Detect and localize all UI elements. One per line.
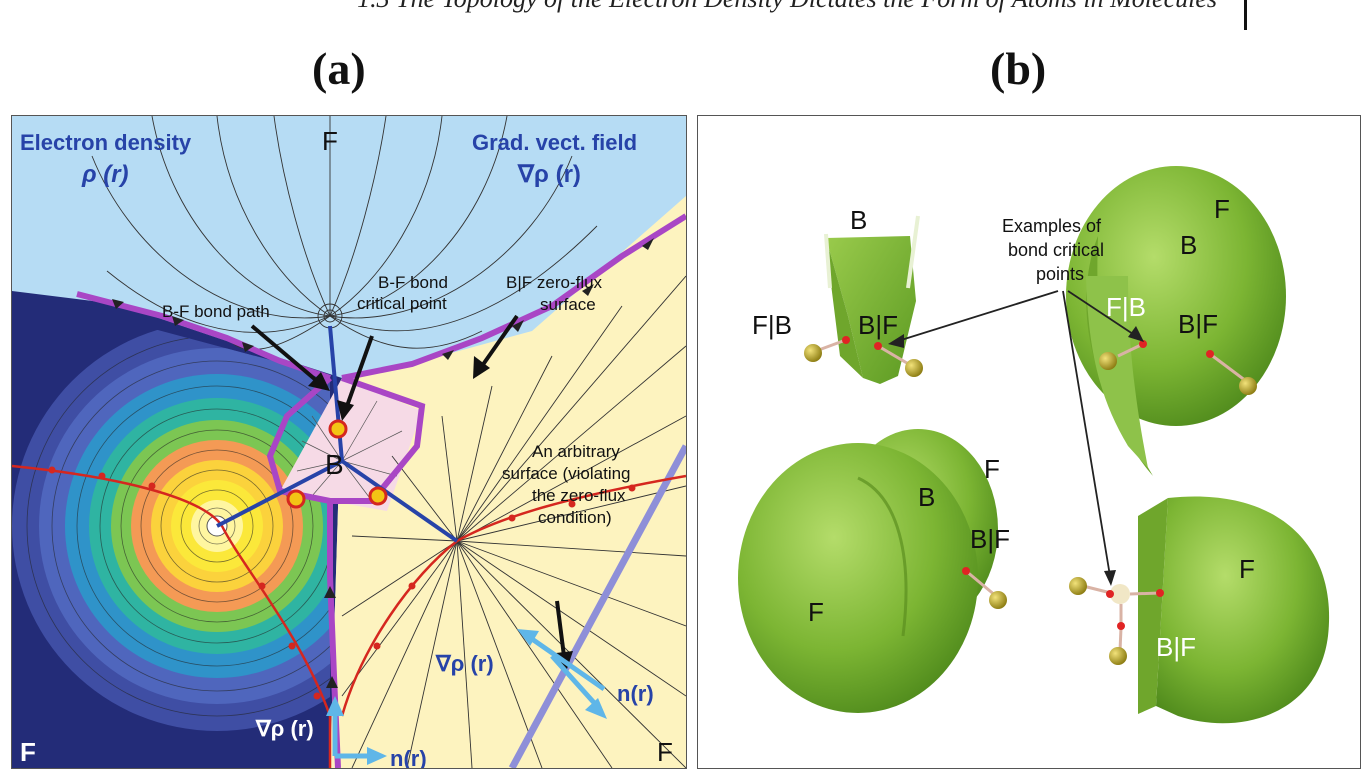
fluorine-basin-cut [1069, 496, 1330, 724]
zero-flux-label-line1: B|F zero-flux [506, 273, 603, 292]
rho-r-label: ρ (r) [81, 161, 129, 188]
tl-bf-label: B|F [858, 310, 898, 340]
examples-label-line2: bond critical [1008, 240, 1104, 260]
running-head-title: 1.3 The Topology of the Electron Density… [357, 0, 1217, 14]
examples-label-line3: points [1036, 264, 1084, 284]
header-rule [1244, 0, 1247, 30]
tr-b-label: B [1180, 230, 1197, 260]
arbitrary-surface-line2: surface (violating [502, 464, 631, 483]
tl-b-label: B [850, 205, 867, 235]
bl-f-top-label: F [984, 454, 1000, 484]
bcp-label-line1: B-F bond [378, 273, 448, 292]
tr-f-label: F [1214, 194, 1230, 224]
bond-critical-points [286, 419, 388, 509]
boron-basin-wedge [804, 215, 923, 384]
grad-vector-field-title: Grad. vect. field [472, 130, 637, 155]
normal-vector-arrows [326, 629, 607, 765]
f-atom-top: F [322, 126, 338, 156]
bcp-pointer-arrows [888, 290, 1144, 586]
zero-flux-arrowheads [112, 238, 654, 688]
electron-density-title: Electron density [20, 130, 192, 155]
bf-pair-halved [1066, 166, 1286, 476]
br-bf-label: B|F [1156, 632, 1196, 662]
n-r-bottom: n(r) [390, 746, 427, 768]
bl-b-label: B [918, 482, 935, 512]
panel-a-svg: Electron density ρ (r) F Grad. vect. fie… [12, 116, 686, 768]
tl-fb-label: F|B [752, 310, 792, 340]
panel-a-label: (a) [312, 43, 366, 94]
bond-paths [216, 325, 459, 543]
examples-label-line1: Examples of [1002, 216, 1102, 236]
grad-rho-bottom: ∇ρ (r) [255, 716, 314, 741]
bl-bf-label: B|F [970, 524, 1010, 554]
b-atom-label: B [325, 449, 344, 480]
zero-flux-label-line2: surface [540, 295, 596, 314]
bf-pair-whole [738, 429, 1007, 713]
boron-basin [280, 378, 422, 511]
tr-fb-label: F|B [1106, 292, 1146, 322]
arbitrary-surface-line [508, 444, 686, 768]
tr-bf-label: B|F [1178, 309, 1218, 339]
panel-b-svg: B F|B B|F Examples of bond critical poin… [738, 166, 1330, 724]
br-f-label: F [1239, 554, 1255, 584]
panel-a-gradient-field: Electron density ρ (r) F Grad. vect. fie… [11, 115, 687, 769]
interatomic-path-arrowheads [48, 466, 636, 700]
f-atom-bottom-left: F [20, 737, 36, 767]
arbitrary-surface-line3: the zero-flux [532, 486, 626, 505]
bl-f-left-label: F [808, 597, 824, 627]
gradient-lines-boron [296, 400, 403, 502]
grad-rho-r-label: ∇ρ (r) [517, 161, 581, 188]
f-atom-bottom-right: F [657, 737, 673, 767]
arbitrary-surface-line1: An arbitrary [532, 442, 620, 461]
panel-b-label: (b) [990, 43, 1047, 94]
arbitrary-surface-line4: condition) [538, 508, 612, 527]
n-r-right: n(r) [617, 681, 654, 706]
bcp-label-line2: critical point [357, 294, 447, 313]
grad-rho-lower-right: ∇ρ (r) [435, 651, 494, 676]
page-header: 1.3 The Topology of the Electron Density… [0, 0, 1367, 40]
bond-path-label: B-F bond path [162, 302, 270, 321]
panel-b-atomic-basins: B F|B B|F Examples of bond critical poin… [697, 115, 1361, 769]
